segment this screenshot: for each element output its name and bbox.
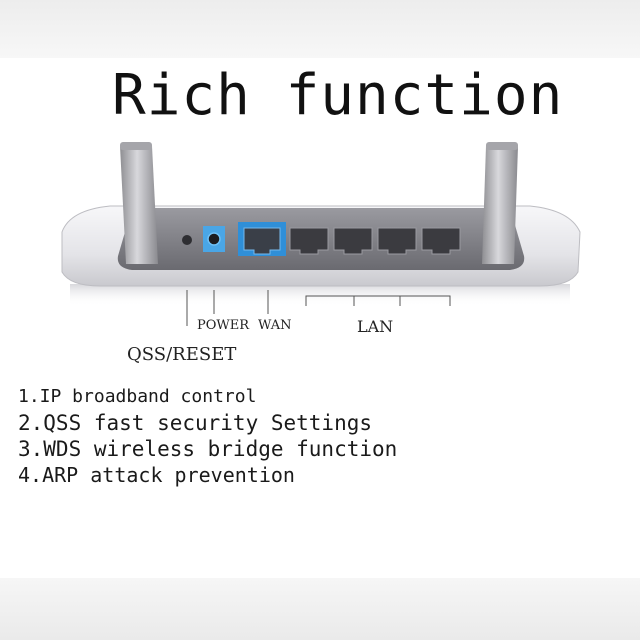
lan-port-1 [289, 227, 329, 255]
image-panel [0, 58, 640, 578]
bottom-frame [0, 578, 640, 640]
top-frame [0, 0, 640, 58]
router-shadow [70, 284, 570, 306]
power-label: POWER [197, 318, 250, 333]
lan-label: LAN [357, 317, 394, 336]
wan-label: WAN [258, 318, 292, 333]
feature-list: 1.IP broadband control 2.QSS fast securi… [18, 384, 618, 488]
right-antenna-tip [486, 142, 518, 150]
lan-bracket [305, 295, 451, 306]
qss-reset-button [182, 235, 192, 245]
wan-port [243, 227, 281, 255]
lan-ports [289, 227, 461, 255]
lan-port-3 [377, 227, 417, 255]
power-jack [207, 232, 221, 246]
left-antenna-tip [120, 142, 152, 150]
feature-item: 1.IP broadband control [18, 386, 257, 407]
qss-reset-label: QSS/RESET [127, 344, 237, 365]
feature-item: 4.ARP attack prevention [18, 463, 295, 487]
left-antenna [120, 146, 158, 264]
router-photo [40, 136, 600, 326]
lan-port-4 [421, 227, 461, 255]
leader-lines [186, 290, 451, 326]
feature-item: 2.QSS fast security Settings [18, 411, 373, 435]
feature-item: 3.WDS wireless bridge function [18, 437, 398, 461]
headline: Rich function [112, 63, 564, 128]
right-antenna [482, 146, 518, 264]
lan-port-2 [333, 227, 373, 255]
